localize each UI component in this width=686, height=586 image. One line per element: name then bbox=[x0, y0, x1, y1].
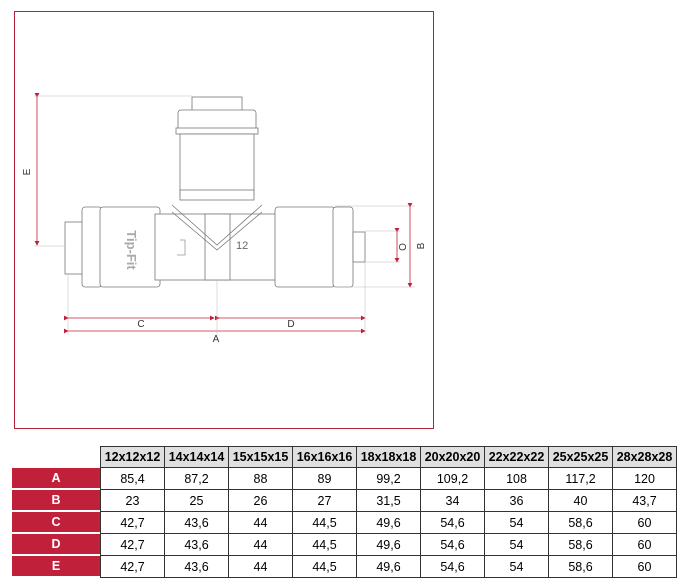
table-cell: 49,6 bbox=[357, 556, 421, 578]
table-cell: 26 bbox=[229, 490, 293, 512]
table-cell: 117,2 bbox=[549, 468, 613, 490]
row-label: E bbox=[12, 556, 100, 578]
table-cell: 40 bbox=[549, 490, 613, 512]
row-label: C bbox=[12, 512, 100, 534]
dim-label-b: B bbox=[416, 242, 427, 249]
table-cell: 43,6 bbox=[165, 512, 229, 534]
size-marking: 12 bbox=[236, 240, 248, 252]
table-cell: 88 bbox=[229, 468, 293, 490]
table-cell: 54,6 bbox=[421, 534, 485, 556]
table-cell: 54 bbox=[485, 512, 549, 534]
row-label: D bbox=[12, 534, 100, 556]
row-label: B bbox=[12, 490, 100, 512]
brand-marking: Tip-Fit bbox=[124, 230, 139, 270]
table-cell: 44 bbox=[229, 512, 293, 534]
dim-label-c: C bbox=[137, 319, 144, 330]
fitting-body bbox=[64, 96, 366, 288]
table-cell: 54 bbox=[485, 556, 549, 578]
dim-label-o: O bbox=[398, 243, 409, 251]
dimensions-table: 12x12x12 14x14x14 15x15x15 16x16x16 18x1… bbox=[12, 446, 677, 578]
table-cell: 44,5 bbox=[293, 534, 357, 556]
table-cell: 109,2 bbox=[421, 468, 485, 490]
table-cell: 44 bbox=[229, 534, 293, 556]
table-cell: 58,6 bbox=[549, 556, 613, 578]
table-cell: 58,6 bbox=[549, 512, 613, 534]
table-cell: 85,4 bbox=[100, 468, 165, 490]
column-header: 20x20x20 bbox=[421, 446, 485, 468]
table-cell: 43,7 bbox=[613, 490, 677, 512]
table-cell: 42,7 bbox=[100, 512, 165, 534]
table-header-row: 12x12x12 14x14x14 15x15x15 16x16x16 18x1… bbox=[12, 446, 677, 468]
column-header: 12x12x12 bbox=[100, 446, 165, 468]
table-cell: 89 bbox=[293, 468, 357, 490]
extension-lines bbox=[34, 95, 415, 335]
dim-label-e: E bbox=[22, 168, 33, 175]
dim-label-a: A bbox=[213, 334, 220, 345]
table-cell: 54 bbox=[485, 534, 549, 556]
table-cell: 43,6 bbox=[165, 534, 229, 556]
table-cell: 60 bbox=[613, 556, 677, 578]
table-cell: 42,7 bbox=[100, 556, 165, 578]
table-cell: 87,2 bbox=[165, 468, 229, 490]
table-cell: 108 bbox=[485, 468, 549, 490]
table-cell: 23 bbox=[100, 490, 165, 512]
table-cell: 54,6 bbox=[421, 556, 485, 578]
tee-fitting-drawing: 12 Tip-Fit E C D A B O bbox=[22, 93, 427, 345]
table-cell: 42,7 bbox=[100, 534, 165, 556]
row-label: A bbox=[12, 468, 100, 490]
table-cell: 34 bbox=[421, 490, 485, 512]
column-header: 25x25x25 bbox=[549, 446, 613, 468]
dimension-labels: E C D A B O bbox=[22, 168, 427, 345]
column-header: 15x15x15 bbox=[229, 446, 293, 468]
column-header: 22x22x22 bbox=[485, 446, 549, 468]
column-header: 16x16x16 bbox=[293, 446, 357, 468]
table-cell: 60 bbox=[613, 512, 677, 534]
column-header: 28x28x28 bbox=[613, 446, 677, 468]
column-header: 14x14x14 bbox=[165, 446, 229, 468]
table-cell: 25 bbox=[165, 490, 229, 512]
table-cell: 60 bbox=[613, 534, 677, 556]
table-cell: 44,5 bbox=[293, 556, 357, 578]
table-cell: 44,5 bbox=[293, 512, 357, 534]
table-cell: 58,6 bbox=[549, 534, 613, 556]
column-header: 18x18x18 bbox=[357, 446, 421, 468]
table-cell: 120 bbox=[613, 468, 677, 490]
dimension-lines bbox=[34, 93, 413, 334]
table-cell: 31,5 bbox=[357, 490, 421, 512]
table-cell: 49,6 bbox=[357, 512, 421, 534]
table-cell: 99,2 bbox=[357, 468, 421, 490]
drawing-frame bbox=[14, 11, 434, 429]
table-cell: 27 bbox=[293, 490, 357, 512]
table-cell: 44 bbox=[229, 556, 293, 578]
dim-label-d: D bbox=[287, 319, 294, 330]
table-cell: 54,6 bbox=[421, 512, 485, 534]
table-cell: 36 bbox=[485, 490, 549, 512]
table-cell: 43,6 bbox=[165, 556, 229, 578]
table-cell: 49,6 bbox=[357, 534, 421, 556]
